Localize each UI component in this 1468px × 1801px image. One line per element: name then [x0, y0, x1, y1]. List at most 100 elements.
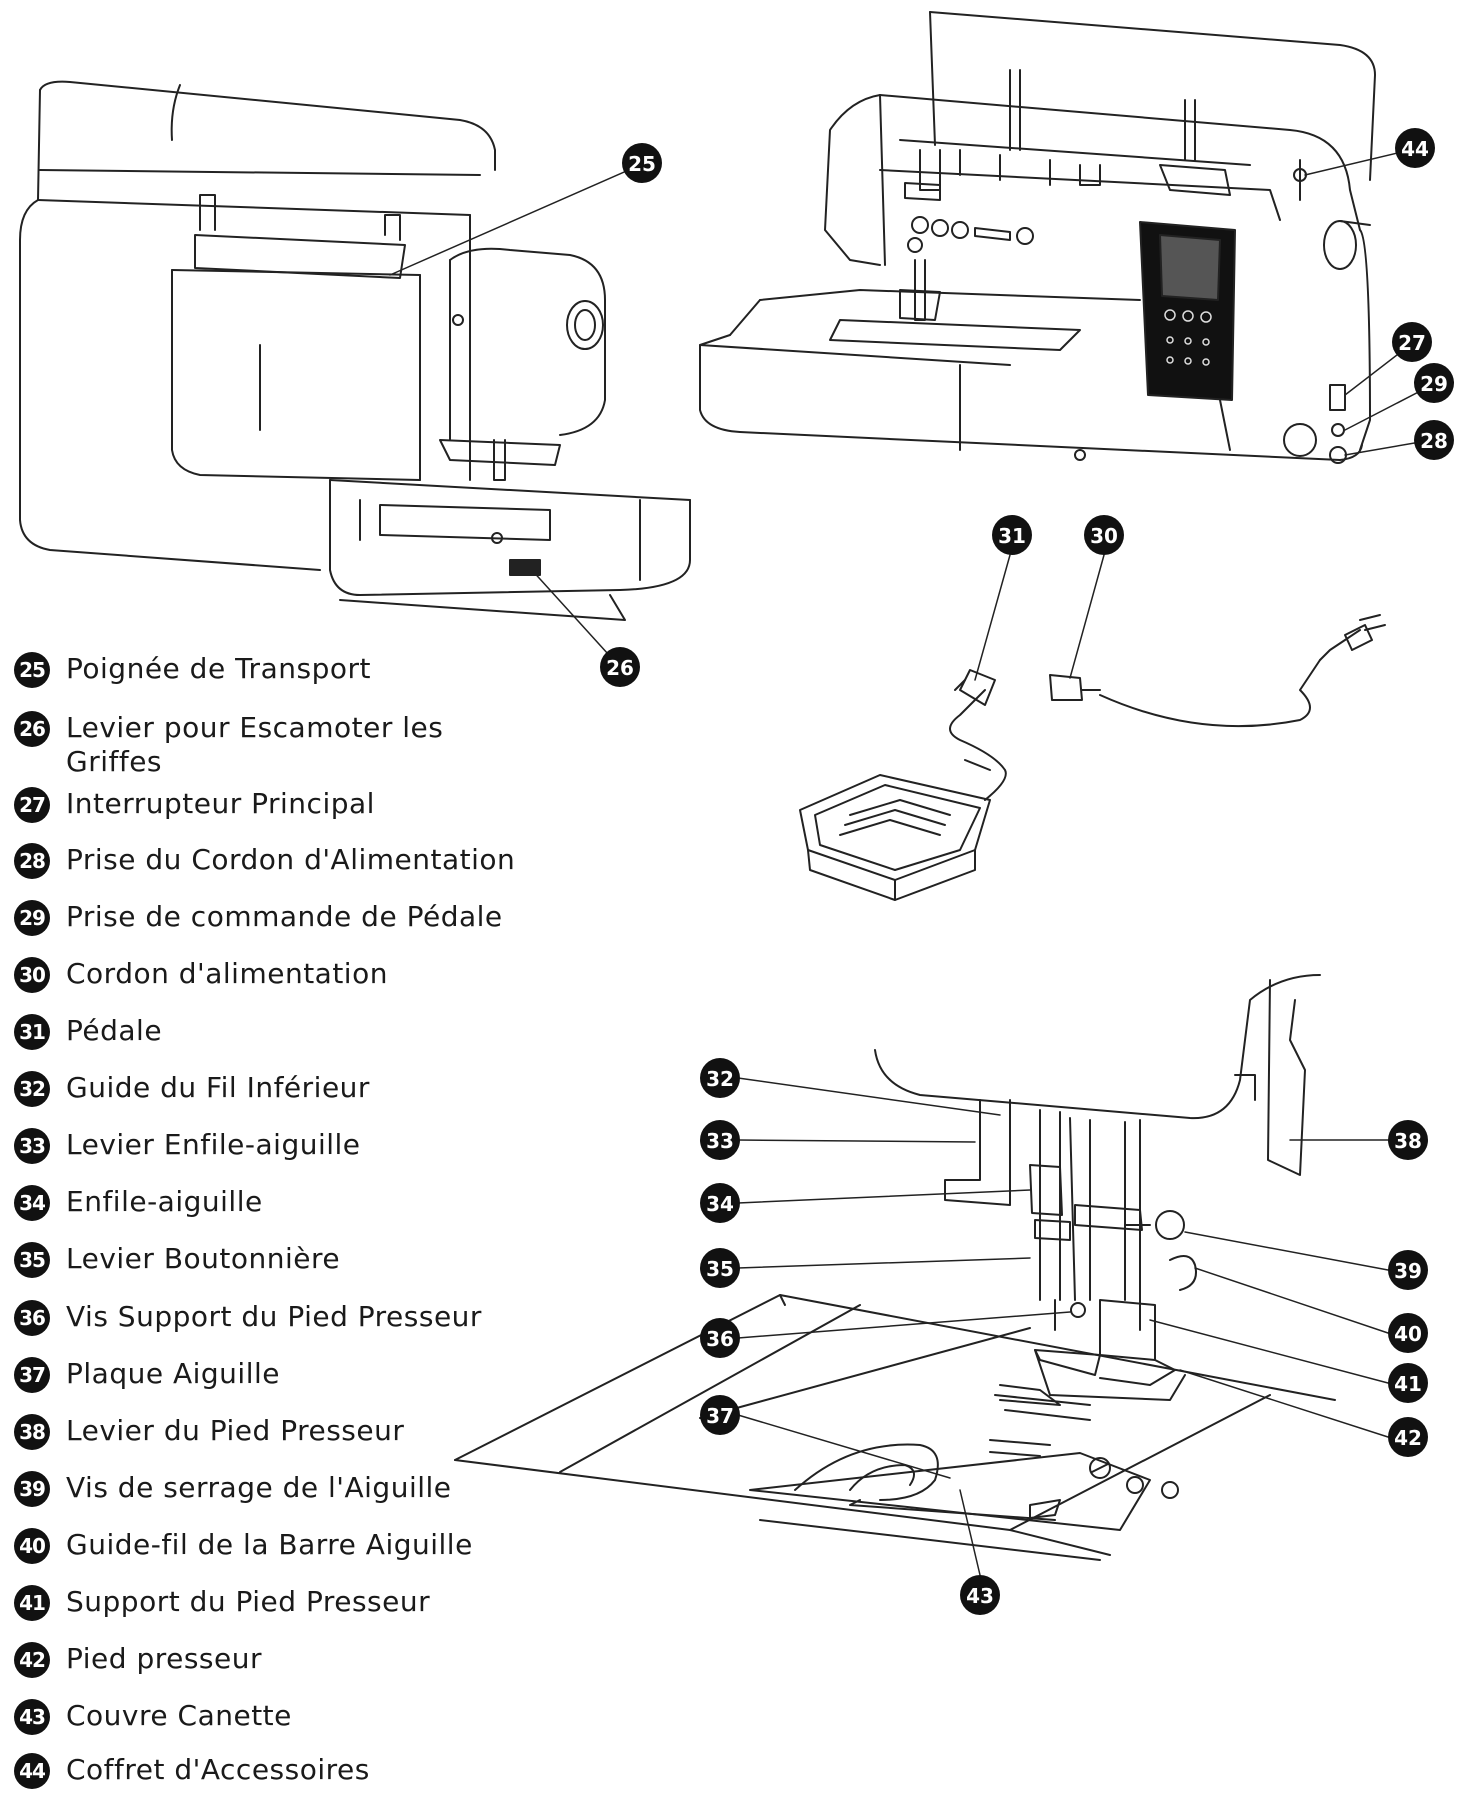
- number-badge: 42: [14, 1642, 50, 1678]
- svg-text:31: 31: [998, 524, 1026, 548]
- svg-text:27: 27: [1398, 331, 1426, 355]
- svg-text:37: 37: [706, 1404, 734, 1428]
- number-badge: 35: [14, 1242, 50, 1278]
- legend-item: 43 Couvre Canette: [14, 1699, 536, 1735]
- part-label: Couvre Canette: [66, 1699, 292, 1732]
- legend-item: 36 Vis Support du Pied Presseur: [14, 1300, 536, 1336]
- legend-item: 28 Prise du Cordon d'Alimentation: [14, 843, 536, 879]
- part-label: Pédale: [66, 1014, 163, 1047]
- part-label: Levier pour Escamoter les Griffes: [66, 711, 444, 778]
- number-badge: 41: [14, 1585, 50, 1621]
- part-label: Prise de commande de Pédale: [66, 900, 503, 933]
- svg-text:25: 25: [628, 152, 656, 176]
- legend-item: 29 Prise de commande de Pédale: [14, 900, 536, 936]
- callout-26: 26: [600, 647, 640, 687]
- number-badge: 40: [14, 1528, 50, 1564]
- number-badge: 34: [14, 1185, 50, 1221]
- number-badge: 31: [14, 1014, 50, 1050]
- power-cord: [1049, 614, 1386, 728]
- number-badge: 29: [14, 900, 50, 936]
- foot-pedal: [799, 669, 1007, 901]
- number-badge: 26: [14, 711, 50, 747]
- callout-33: 33: [700, 1120, 740, 1160]
- callout-35: 35: [700, 1248, 740, 1288]
- part-label: Support du Pied Presseur: [66, 1585, 431, 1618]
- part-label: Levier Boutonnière: [66, 1242, 341, 1275]
- legend-item: 34 Enfile-aiguille: [14, 1185, 536, 1221]
- diagram-callouts: 25 26 44 27 29 28 31 30 32 33 34 35 36 3…: [600, 128, 1454, 1615]
- part-label: Cordon d'alimentation: [66, 957, 388, 990]
- callout-36: 36: [700, 1318, 740, 1358]
- part-label: Levier Enfile-aiguille: [66, 1128, 361, 1161]
- number-badge: 32: [14, 1071, 50, 1107]
- svg-text:44: 44: [1401, 137, 1429, 161]
- callout-42: 42: [1388, 1417, 1428, 1457]
- part-label: Enfile-aiguille: [66, 1185, 263, 1218]
- number-badge: 27: [14, 787, 50, 823]
- callout-31: 31: [992, 515, 1032, 555]
- callout-40: 40: [1388, 1313, 1428, 1353]
- front-view-machine: [699, 11, 1376, 464]
- svg-text:38: 38: [1394, 1129, 1422, 1153]
- part-label: Guide-fil de la Barre Aiguille: [66, 1528, 473, 1561]
- callout-29: 29: [1414, 363, 1454, 403]
- legend-item: 42 Pied presseur: [14, 1642, 536, 1678]
- legend-item: 39 Vis de serrage de l'Aiguille: [14, 1471, 536, 1507]
- svg-text:28: 28: [1420, 429, 1448, 453]
- callout-32: 32: [700, 1058, 740, 1098]
- number-badge: 44: [14, 1753, 50, 1789]
- legend-item: 32 Guide du Fil Inférieur: [14, 1071, 536, 1107]
- svg-text:43: 43: [966, 1584, 994, 1608]
- callout-25: 25: [622, 143, 662, 183]
- svg-text:41: 41: [1394, 1372, 1422, 1396]
- number-badge: 25: [14, 652, 50, 688]
- svg-text:36: 36: [706, 1327, 734, 1351]
- callout-43: 43: [960, 1575, 1000, 1615]
- legend-item: 41 Support du Pied Presseur: [14, 1585, 536, 1621]
- callout-39: 39: [1388, 1250, 1428, 1290]
- svg-text:29: 29: [1420, 372, 1448, 396]
- part-label: Coffret d'Accessoires: [66, 1753, 370, 1786]
- svg-text:39: 39: [1394, 1259, 1422, 1283]
- leader-lines: [389, 149, 1433, 1576]
- legend-item: 31 Pédale: [14, 1014, 536, 1050]
- callout-30: 30: [1084, 515, 1124, 555]
- number-badge: 33: [14, 1128, 50, 1164]
- svg-text:26: 26: [606, 656, 634, 680]
- number-badge: 37: [14, 1357, 50, 1393]
- number-badge: 43: [14, 1699, 50, 1735]
- legend-item: 33 Levier Enfile-aiguille: [14, 1128, 536, 1164]
- number-badge: 30: [14, 957, 50, 993]
- part-label: Pied presseur: [66, 1642, 263, 1675]
- part-label: Vis de serrage de l'Aiguille: [66, 1471, 452, 1504]
- callout-41: 41: [1388, 1363, 1428, 1403]
- part-label: Guide du Fil Inférieur: [66, 1071, 370, 1104]
- rear-view-machine: [19, 80, 691, 621]
- number-badge: 36: [14, 1300, 50, 1336]
- part-label: Prise du Cordon d'Alimentation: [66, 843, 516, 876]
- part-label: Plaque Aiguille: [66, 1357, 280, 1390]
- svg-text:33: 33: [706, 1129, 734, 1153]
- part-label: Poignée de Transport: [66, 652, 371, 685]
- callout-34: 34: [700, 1183, 740, 1223]
- legend-item: 25 Poignée de Transport: [14, 652, 536, 688]
- legend-item: 37 Plaque Aiguille: [14, 1357, 536, 1393]
- legend-item: 40 Guide-fil de la Barre Aiguille: [14, 1528, 536, 1564]
- part-label: Interrupteur Principal: [66, 787, 375, 820]
- svg-text:42: 42: [1394, 1426, 1422, 1450]
- legend-item: 35 Levier Boutonnière: [14, 1242, 536, 1278]
- number-badge: 28: [14, 843, 50, 879]
- legend-item: 27 Interrupteur Principal: [14, 787, 536, 823]
- legend-item: 38 Levier du Pied Presseur: [14, 1414, 536, 1450]
- needle-area-closeup: [454, 974, 1336, 1561]
- callout-27: 27: [1392, 322, 1432, 362]
- part-label: Vis Support du Pied Presseur: [66, 1300, 482, 1333]
- number-badge: 38: [14, 1414, 50, 1450]
- number-badge: 39: [14, 1471, 50, 1507]
- callout-37: 37: [700, 1395, 740, 1435]
- legend-item: 30 Cordon d'alimentation: [14, 957, 536, 993]
- callout-28: 28: [1414, 420, 1454, 460]
- part-label: Levier du Pied Presseur: [66, 1414, 405, 1447]
- svg-text:32: 32: [706, 1067, 734, 1091]
